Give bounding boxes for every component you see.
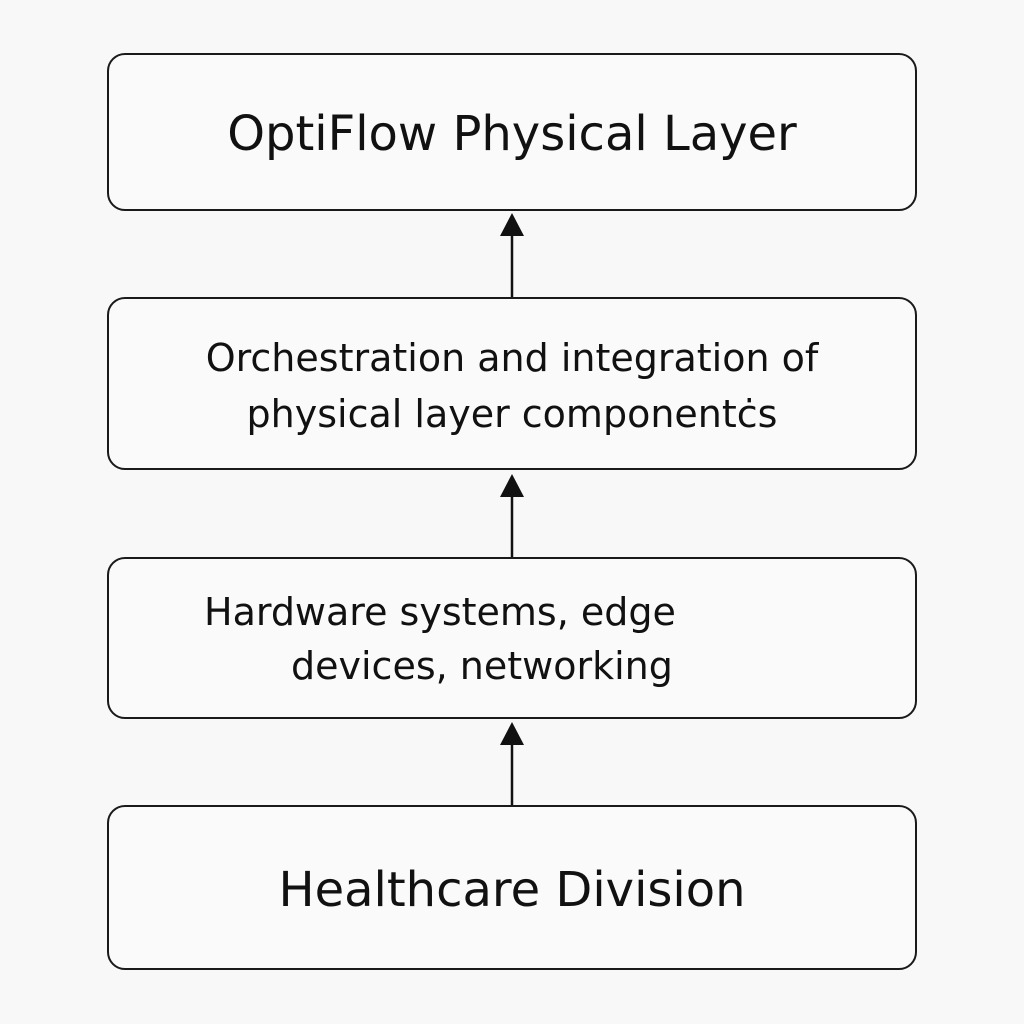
hardware-label-line2: devices, networking <box>291 644 673 688</box>
orchestration-box: Orchestration and integration of physica… <box>107 297 917 470</box>
healthcare-division-box: Healthcare Division <box>107 805 917 970</box>
arrow-orchestration-to-top <box>500 213 524 297</box>
arrow-healthcare-to-hardware <box>500 722 524 805</box>
optiflow-physical-layer-label: OptiFlow Physical Layer <box>227 106 797 162</box>
arrow-hardware-to-orchestration <box>500 474 524 557</box>
optiflow-physical-layer-box: OptiFlow Physical Layer <box>107 53 917 211</box>
orchestration-label-line2: physical layer componentċs <box>246 392 778 436</box>
hardware-label-line1: Hardware systems, edge <box>204 590 676 634</box>
healthcare-division-label: Healthcare Division <box>278 862 746 918</box>
hardware-box: Hardware systems, edge devices, networki… <box>107 557 917 719</box>
orchestration-label-line1: Orchestration and integration of <box>205 336 819 380</box>
